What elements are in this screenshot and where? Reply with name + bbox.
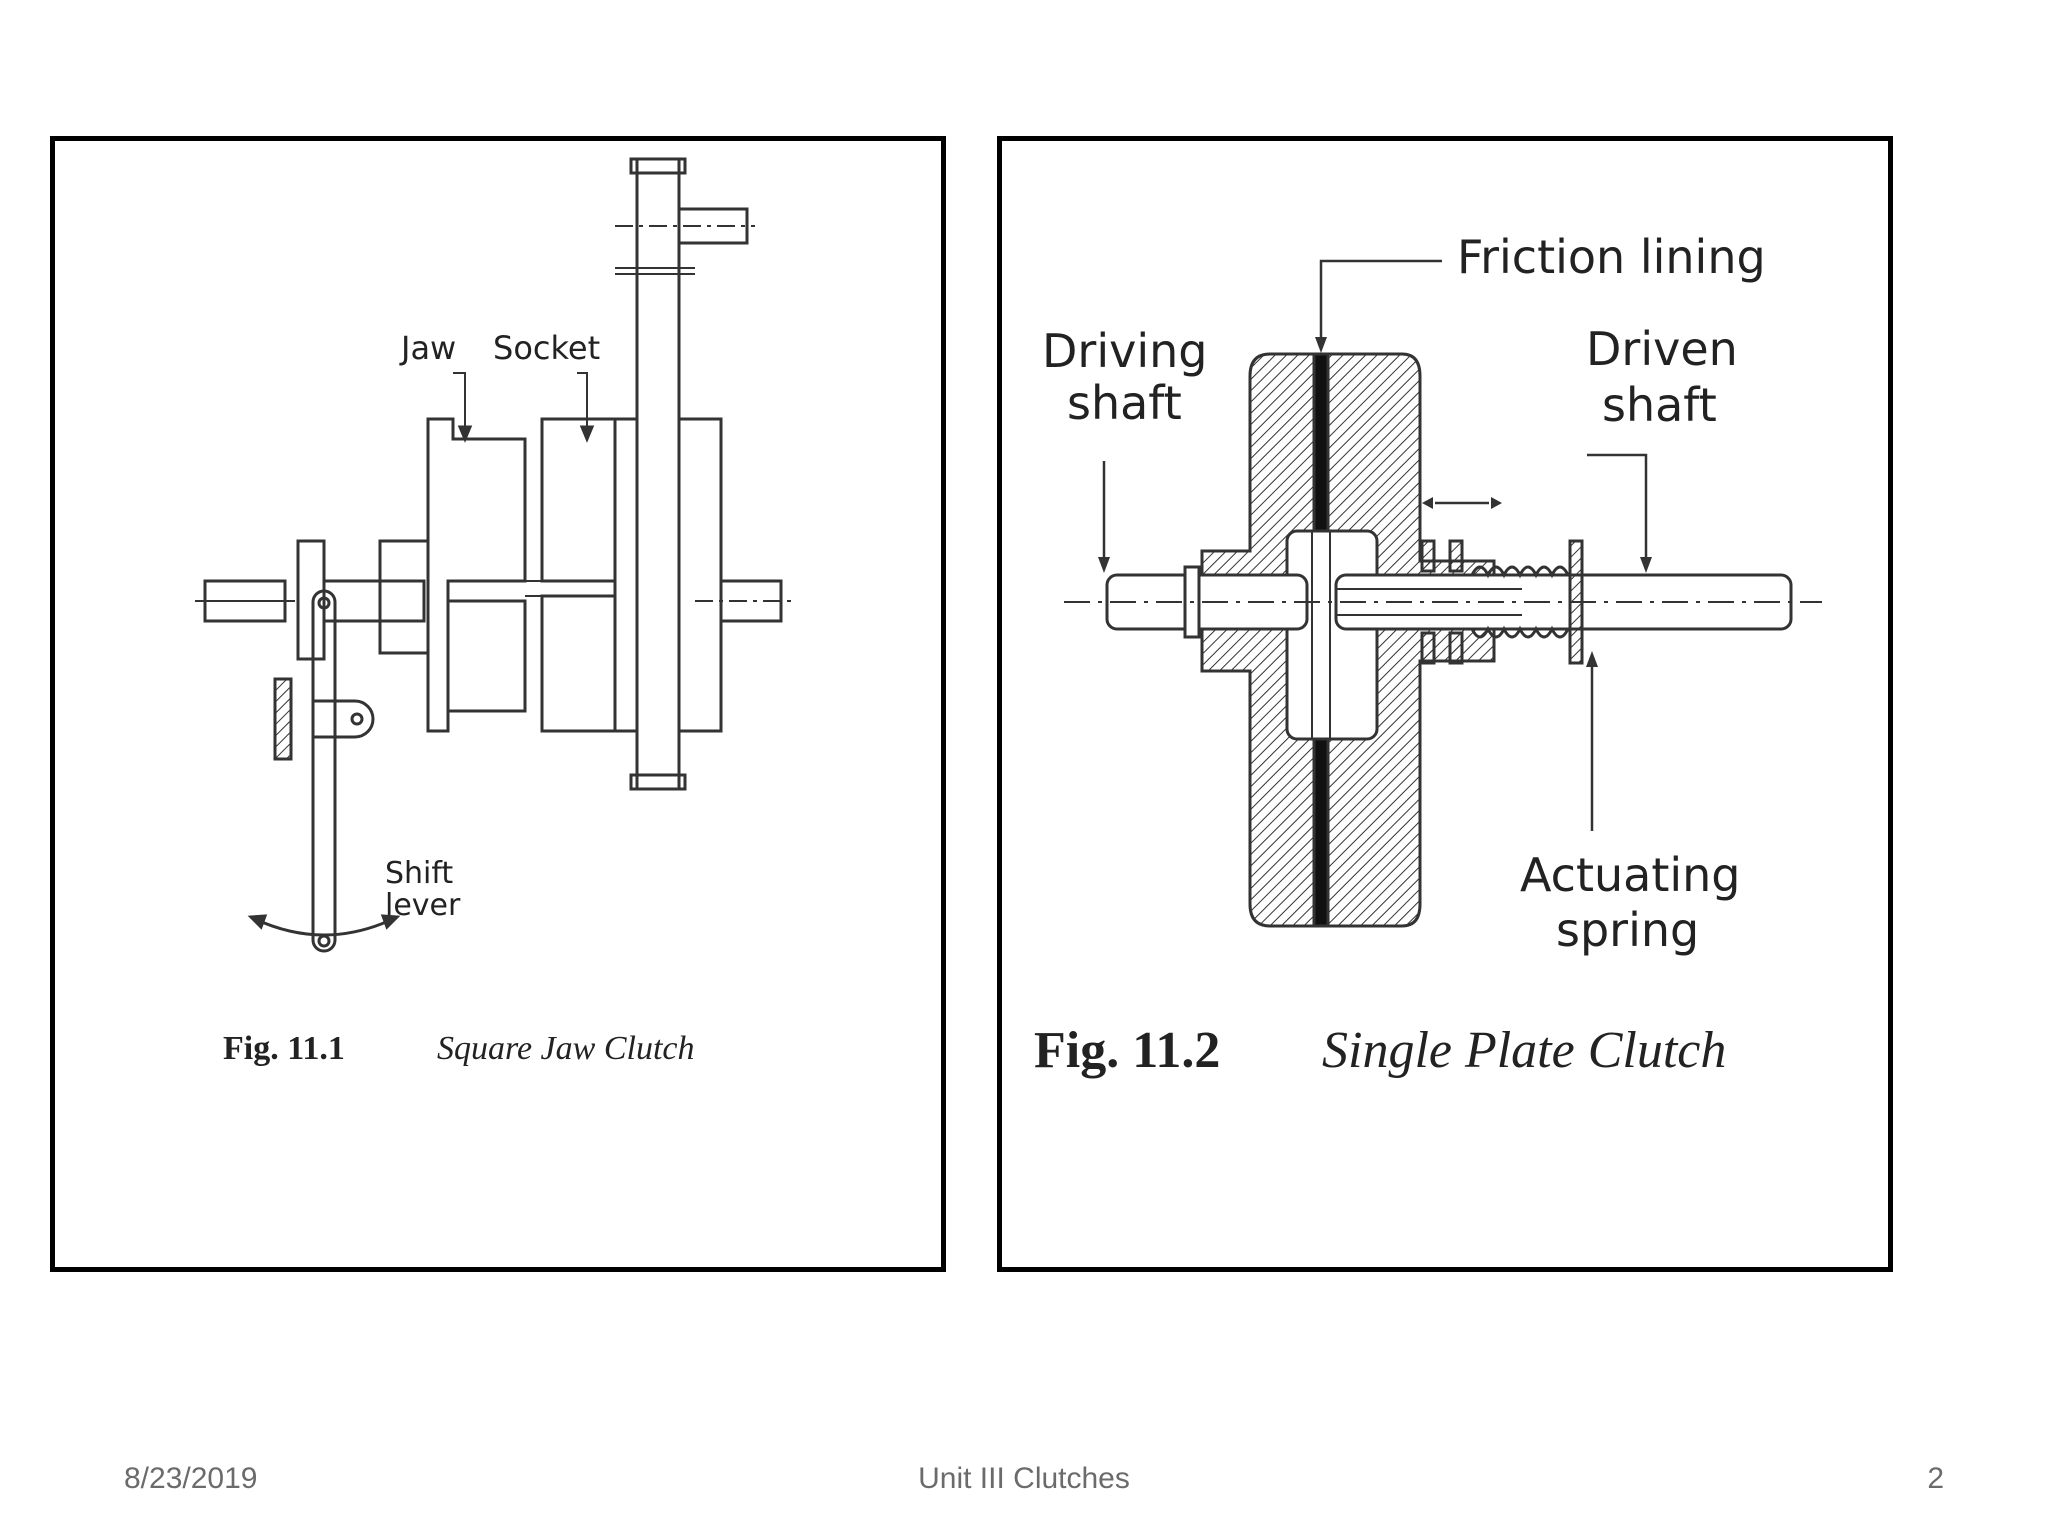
- caption-number: Fig. 11.2: [1034, 1022, 1220, 1079]
- figure-single-plate-clutch: Friction lining Driving shaft Driven sha…: [997, 136, 1893, 1272]
- caption-text: Single Plate Clutch: [1322, 1022, 1726, 1079]
- label-jaw: Jaw: [399, 329, 456, 367]
- footer-date: 8/23/2019: [124, 1462, 258, 1495]
- label-shift-lever-line1: Shift: [385, 856, 453, 891]
- single-plate-clutch-drawing: [1105, 352, 1793, 928]
- label-socket: Socket: [493, 329, 600, 367]
- label-friction-lining: Friction lining: [1457, 230, 1766, 284]
- label-actuating-spring-line2: spring: [1556, 903, 1699, 957]
- footer-title: Unit III Clutches: [918, 1462, 1130, 1495]
- label-driven-shaft-line2: shaft: [1602, 378, 1717, 432]
- label-driving-shaft-line2: shaft: [1067, 376, 1182, 430]
- label-actuating-spring-line1: Actuating: [1520, 848, 1741, 902]
- figure-square-jaw-clutch: Jaw Socket Shift lever Fig. 11.1 Square …: [50, 136, 946, 1272]
- caption-number: Fig. 11.1: [223, 1030, 345, 1067]
- leader-lines: [1102, 259, 1648, 831]
- square-jaw-clutch-diagram: Jaw Socket Shift lever Fig. 11.1 Square …: [195, 157, 795, 1067]
- label-shift-lever-line2: lever: [385, 888, 461, 923]
- single-plate-clutch-diagram: Friction lining Driving shaft Driven sha…: [1034, 230, 1822, 1079]
- caption-text: Square Jaw Clutch: [437, 1030, 695, 1067]
- label-driving-shaft-line1: Driving: [1042, 324, 1207, 378]
- label-driven-shaft-line1: Driven: [1586, 322, 1738, 376]
- jaw-clutch-drawing: [195, 157, 795, 953]
- footer-page-number: 2: [1927, 1462, 1944, 1495]
- spring-coils: [1470, 565, 1570, 639]
- arrow-heads: [1098, 337, 1652, 667]
